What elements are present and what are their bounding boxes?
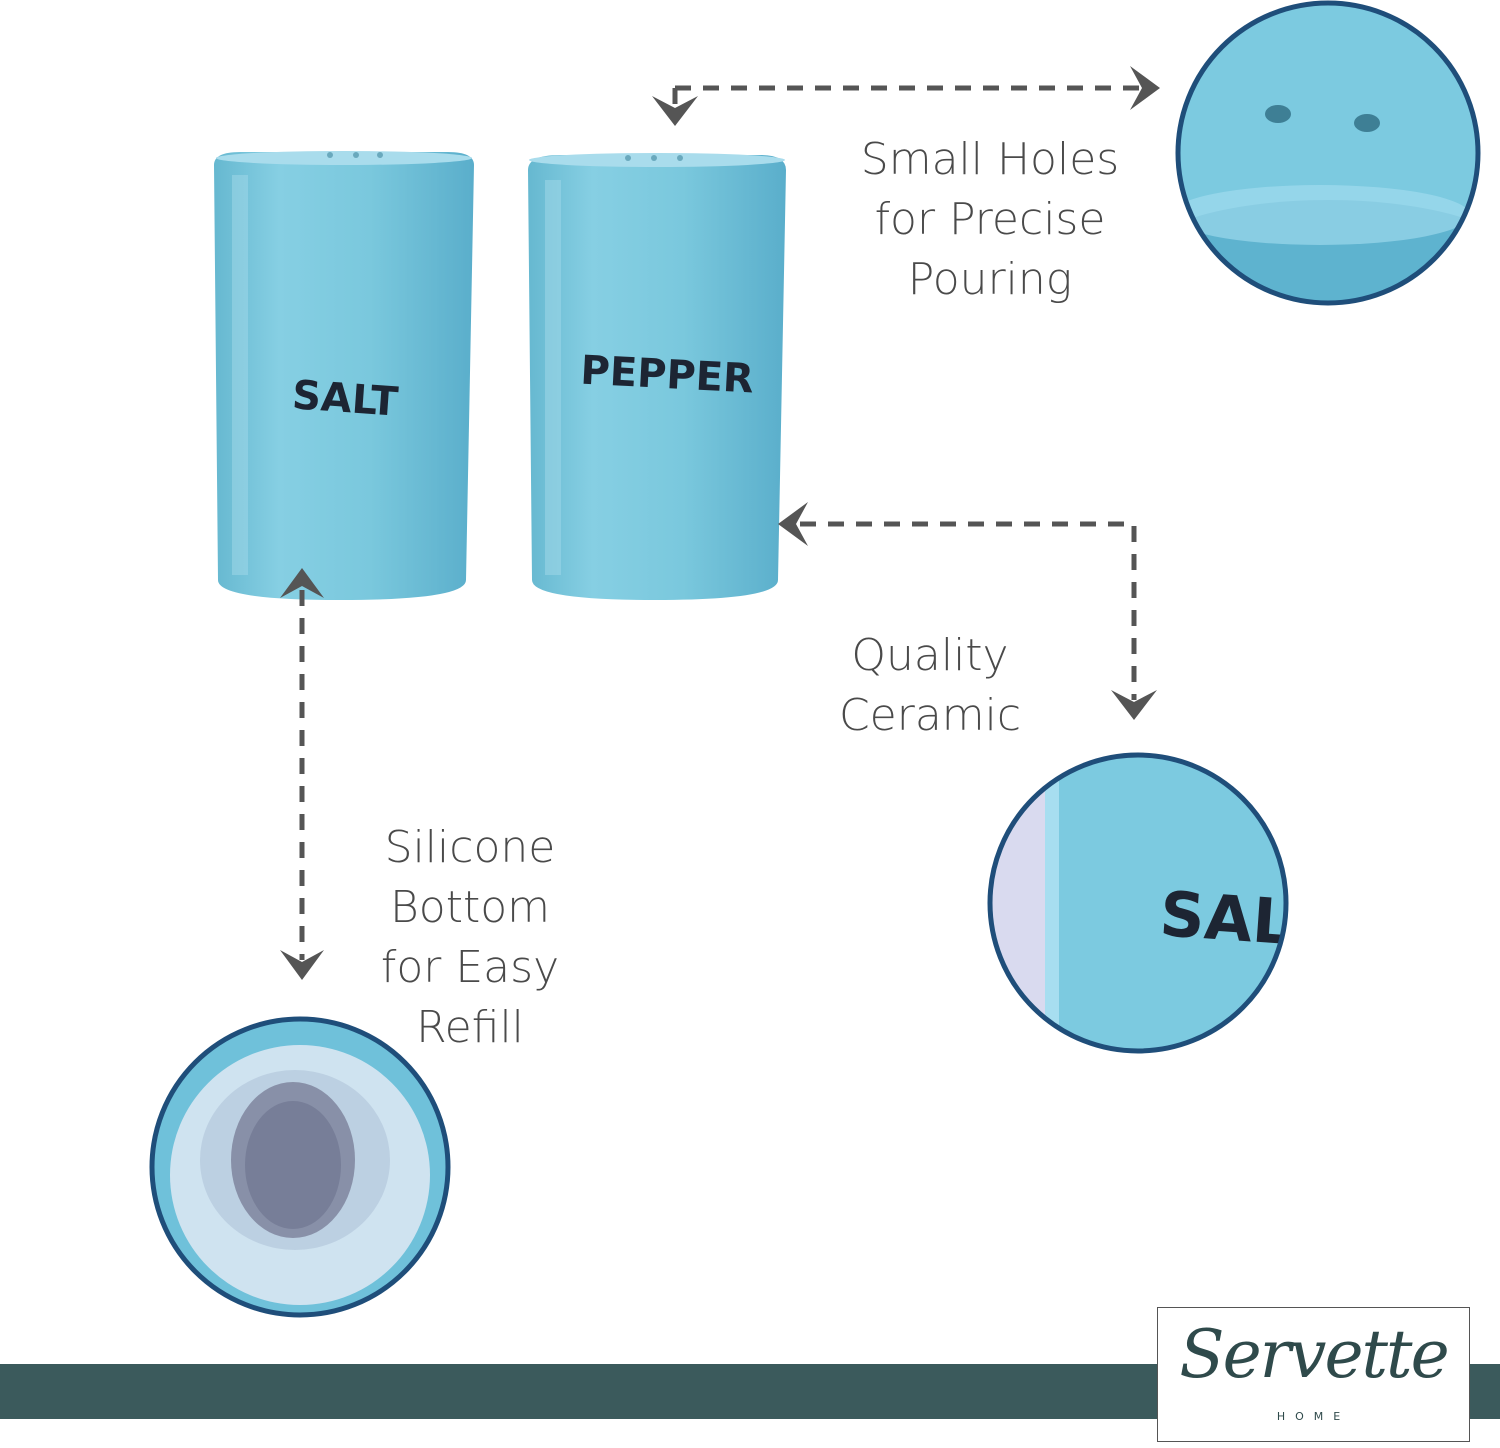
holes-zoom-circle [1175, 0, 1481, 306]
ceramic-callout-line: Ceramic [838, 690, 1022, 741]
silicone-callout-line: Refill [416, 1002, 524, 1053]
ceramic-arrowhead-left-icon [778, 502, 808, 546]
brand-name: Servette [1179, 1316, 1449, 1393]
holes-callout-line: Pouring [907, 254, 1073, 305]
ceramic-arrow [800, 521, 1137, 700]
pepper-label: PEPPER [579, 347, 755, 402]
holes-arrowhead-down-icon [652, 96, 698, 126]
silicone-callout: Silicone Bottom for Easy Refill [350, 818, 590, 1058]
ceramic-zoom-circle: SAL [987, 752, 1295, 1054]
holes-arrow [672, 85, 1140, 108]
silicone-callout-line: for Easy [380, 942, 560, 993]
brand-logo: Servette HOME [1157, 1307, 1470, 1442]
silicone-arrowhead-up-icon [280, 568, 324, 598]
holes-callout: Small Holes for Precise Pouring [830, 130, 1150, 310]
silicone-callout-line: Bottom [389, 882, 550, 933]
ceramic-callout: Quality Ceramic [800, 626, 1060, 746]
holes-callout-line: Small Holes [860, 134, 1120, 185]
bottom-zoom-circle [149, 1016, 451, 1318]
ceramic-zoom-label: SAL [1158, 877, 1295, 959]
salt-label: SALT [291, 372, 401, 425]
holes-arrowhead-right-icon [1130, 66, 1160, 110]
brand-sub: HOME [1276, 1410, 1351, 1423]
holes-callout-line: for Precise [874, 194, 1106, 245]
salt-shaker: SALT [214, 151, 474, 600]
silicone-arrowhead-down-icon [280, 950, 324, 980]
pepper-shaker: PEPPER [528, 153, 786, 600]
silicone-callout-line: Silicone [384, 822, 556, 873]
ceramic-arrowhead-down-icon [1111, 690, 1157, 720]
ceramic-callout-line: Quality [851, 630, 1009, 681]
